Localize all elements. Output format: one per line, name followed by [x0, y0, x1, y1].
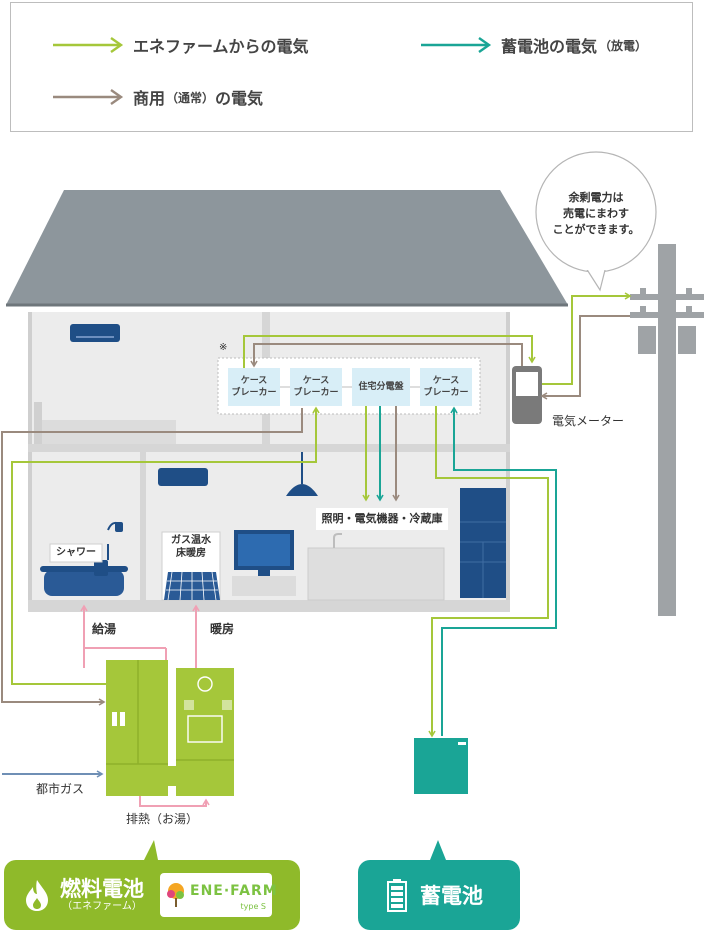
enefarm-logo: ENE·FARM type S: [160, 873, 277, 917]
fuelcell-pointer: [144, 840, 158, 860]
tree-logo-icon: [167, 883, 184, 907]
breaker-3-label: ケース ブレーカー: [420, 375, 472, 399]
legend-item-battery: 蓄電池の電気 （放電）: [419, 33, 647, 57]
shower-label: シャワー: [56, 547, 96, 558]
legend-commercial-sub: （通常）: [166, 90, 215, 105]
flow-grid-to-meter: [540, 315, 630, 400]
tv-icon: [232, 530, 296, 596]
teal-arrow-icon: [421, 37, 492, 53]
flow-enefarm-to-battery: [428, 406, 549, 738]
battery-box: 蓄電池: [358, 860, 520, 930]
utility-pole-icon: [630, 244, 704, 616]
refrigerator-icon: [460, 488, 506, 598]
green-arrow-icon: [53, 37, 124, 53]
legend-battery-sub: （放電）: [599, 38, 648, 53]
breaker-1: [228, 368, 280, 406]
interior-wall: [140, 452, 146, 600]
exhaust-heat-label: 排熱（お湯）: [126, 812, 199, 826]
flame-icon: [26, 880, 48, 911]
legend-commercial-tail: の電気: [215, 89, 264, 108]
hot-water-label: 給湯: [92, 622, 117, 636]
floor-heating-icon: [161, 531, 221, 601]
flow-meter-to-breaker: [250, 343, 523, 368]
shower-label-box: [49, 543, 103, 563]
meter-label: 電気メーター: [552, 414, 625, 428]
fuelcell-title: 燃料電池: [60, 877, 144, 901]
speech-bubble-line-1: 余剰電力は: [568, 191, 624, 204]
legend-battery-label: 蓄電池の電気: [501, 37, 598, 56]
pendant-lamp-icon: [286, 484, 318, 496]
heating-label: 暖房: [210, 622, 235, 636]
floor-heating-label: ガス温水 床暖房: [162, 534, 220, 560]
breaker-1-line-2: ブレーカー: [231, 388, 277, 398]
flow-grid-to-enefarm: [1, 408, 303, 706]
ground-floor: [28, 600, 510, 612]
asterisk-note: ※: [219, 342, 228, 353]
flow-enefarm-to-meter: [243, 335, 536, 368]
flow-battery-to-breaker: [441, 406, 557, 736]
legend: エネファームからの電気 蓄電池の電気 （放電） 商用 （通常） の電気: [10, 2, 693, 132]
floor-heating-line-1: ガス温水: [171, 535, 211, 546]
speech-bubble-line-3: ことができます。: [552, 223, 640, 236]
air-conditioner-lower-icon: [158, 468, 208, 486]
electric-meter-icon: [512, 366, 542, 424]
enefarm-unit-icon: [106, 660, 234, 796]
speech-bubble-line-2: 売電にまわす: [563, 207, 629, 220]
air-conditioner-icon: [70, 324, 120, 342]
legend-commercial-label: 商用: [133, 89, 166, 108]
appliances-label-box: [316, 508, 448, 530]
battery-title: 蓄電池: [420, 884, 483, 908]
fuelcell-text: 燃料電池 （エネファーム）: [60, 877, 144, 913]
city-gas-label: 都市ガス: [36, 782, 85, 796]
bathtub-icon: [40, 521, 128, 596]
distribution-panel: [352, 368, 410, 406]
breaker-3-line-1: ケース: [432, 376, 460, 386]
breaker-2-line-2: ブレーカー: [293, 388, 339, 398]
flow-exhaust-heat: [139, 796, 210, 807]
battery-pointer: [430, 840, 446, 860]
battery-unit-icon: [414, 738, 468, 794]
floor-heating-line-2: 床暖房: [176, 548, 206, 559]
fuelcell-box: 燃料電池 （エネファーム） ENE·FARM type S: [4, 860, 300, 930]
fuelcell-subtitle: （エネファーム）: [62, 901, 142, 912]
house-roof: [6, 190, 568, 305]
surplus-speech-bubble: [535, 151, 657, 292]
breaker-2-line-1: ケース: [302, 376, 330, 386]
speech-bubble-text: 余剰電力は 売電にまわす ことができます。: [540, 190, 652, 238]
enefarm-logo-sub: type S: [240, 902, 267, 911]
legend-item-enefarm: エネファームからの電気: [51, 33, 309, 57]
breaker-1-line-1: ケース: [240, 376, 268, 386]
flow-meter-to-grid-green: [542, 292, 632, 385]
distribution-panel-label: 住宅分電盤: [358, 382, 404, 392]
flow-enefarm-to-breaker: [11, 406, 320, 685]
appliances-label: 照明・電気機器・冷蔵庫: [321, 512, 443, 525]
breaker-1-label: ケース ブレーカー: [228, 375, 280, 399]
legend-item-commercial: 商用 （通常） の電気: [51, 85, 263, 109]
brown-arrow-icon: [53, 89, 124, 105]
breaker-3: [420, 368, 472, 406]
legend-enefarm-label: エネファームからの電気: [133, 37, 309, 56]
breaker-2: [290, 368, 342, 406]
breaker-3-line-2: ブレーカー: [423, 388, 469, 398]
enefarm-logo-text: ENE·FARM: [190, 883, 278, 899]
kitchen-counter-icon: [307, 533, 445, 601]
battery-icon: [387, 879, 407, 912]
upper-floor: [28, 444, 510, 452]
breaker-2-label: ケース ブレーカー: [290, 375, 342, 399]
